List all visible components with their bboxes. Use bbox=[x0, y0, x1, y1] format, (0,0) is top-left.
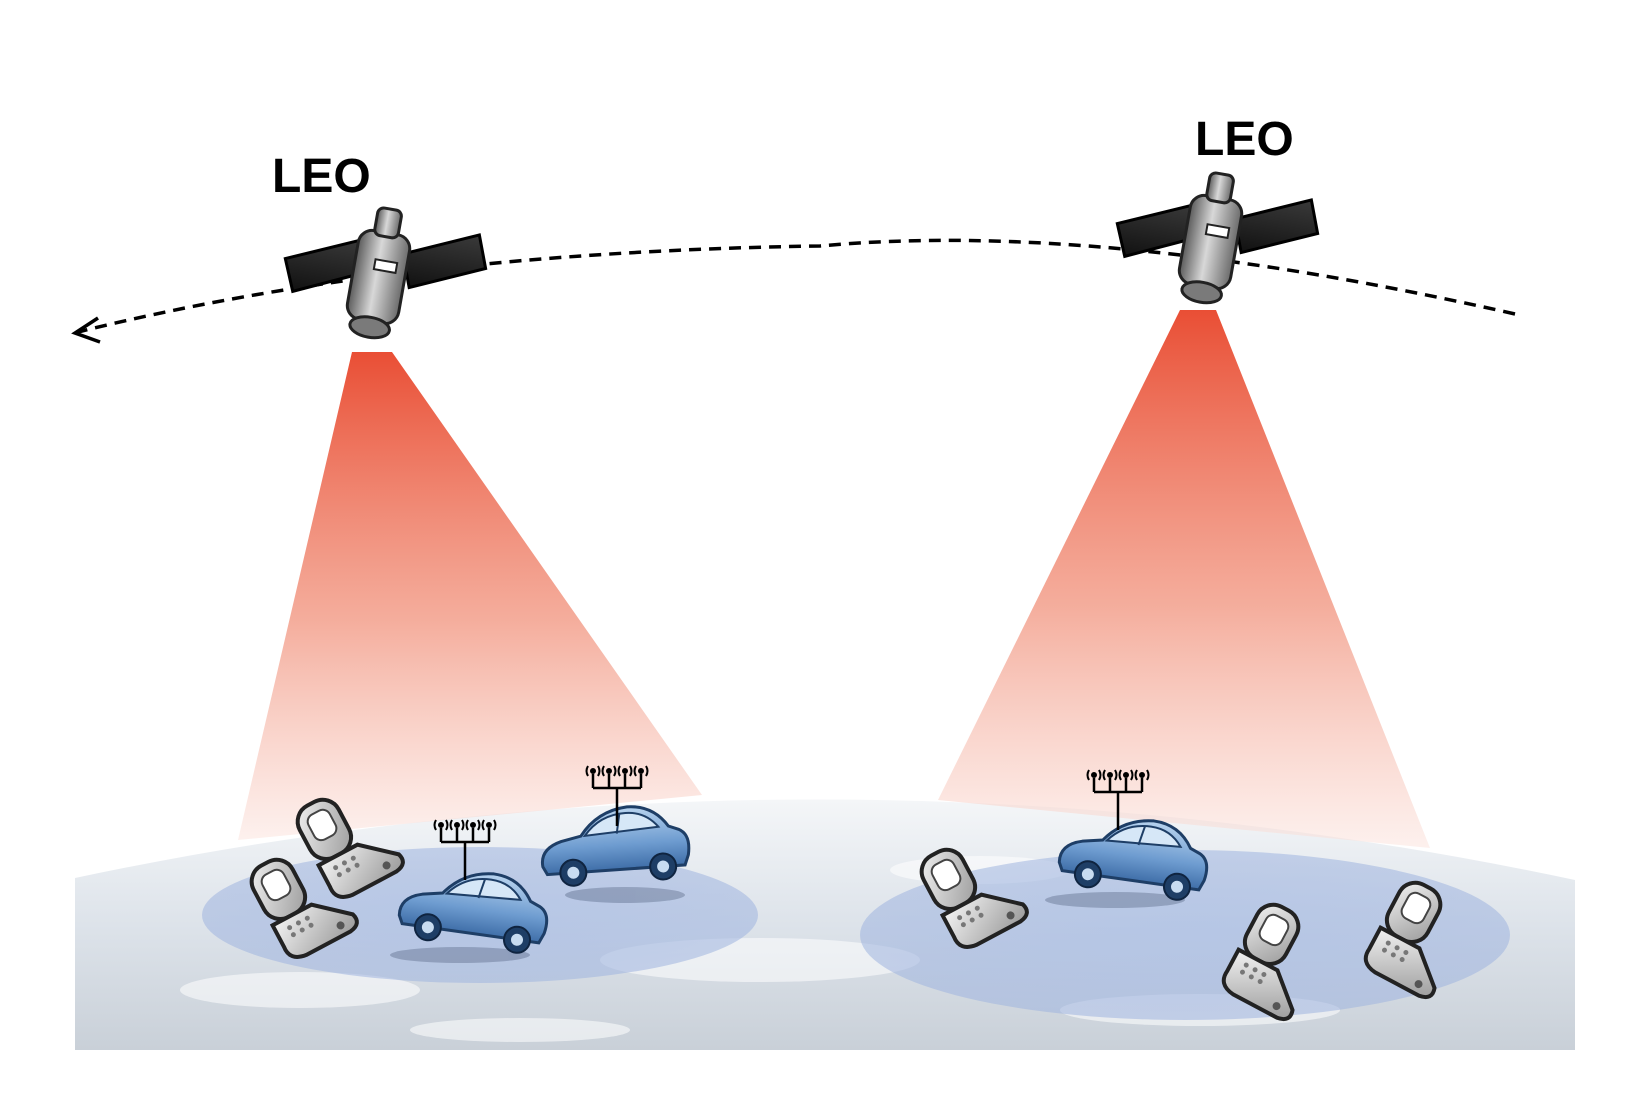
left-satellite-icon bbox=[272, 191, 495, 357]
right-coverage-footprint bbox=[860, 850, 1510, 1020]
right-satellite-icon bbox=[1104, 156, 1327, 322]
right-satellite-label: LEO bbox=[1195, 113, 1294, 166]
left-satellite-label: LEO bbox=[272, 150, 371, 203]
device-shadows bbox=[390, 887, 1185, 963]
right-satellite-beam bbox=[938, 310, 1430, 848]
orbit-arrowhead bbox=[71, 316, 101, 344]
left-satellite-beam bbox=[238, 352, 702, 840]
